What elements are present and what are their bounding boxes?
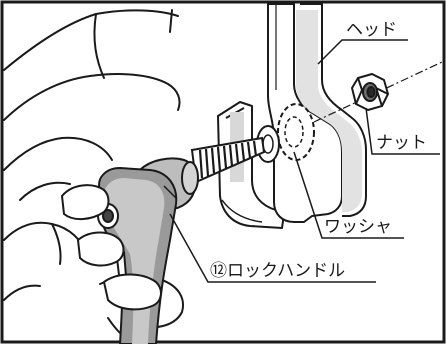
threaded-bolt: [190, 136, 266, 184]
washer: [256, 103, 315, 163]
nut: [351, 73, 389, 111]
hand-illustration: [3, 9, 184, 343]
head-shade: [296, 10, 362, 212]
fingers: [61, 184, 162, 311]
leader-lines: [169, 39, 440, 283]
label-washer: ワッシャ: [324, 217, 392, 237]
label-lock-handle: ⑫ロックハンドル: [210, 261, 345, 281]
label-nut: ナット: [376, 133, 427, 153]
leader-head: [317, 39, 408, 65]
leader-nut: [365, 107, 440, 155]
label-head: ヘッド: [346, 20, 397, 40]
leader-washer: [293, 151, 404, 239]
leader-lock-handle: [169, 213, 376, 283]
